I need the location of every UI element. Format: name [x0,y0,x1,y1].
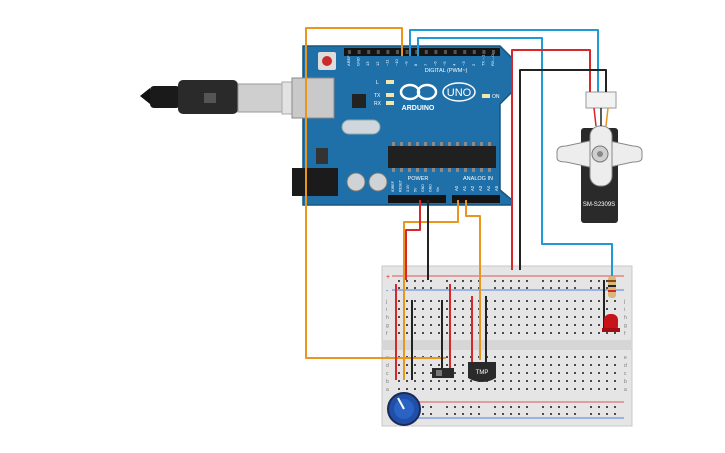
rx-label: RX [374,101,382,107]
wire-orange-switch [305,27,446,359]
row-letter: h [386,315,389,321]
wire-blue-led [417,37,613,298]
row-letter: h [624,315,627,321]
servo-motor: SM-S2309S [556,91,643,223]
on-label: ON [492,94,500,100]
digital-pin-label: ~6 [432,61,437,66]
wire-orange-a0 [403,200,459,380]
power-pin-label: IOREF [391,180,395,192]
potentiometer [387,392,421,426]
power-header-label: POWER [408,176,429,182]
row-letter: e [624,355,627,361]
resistor [608,276,616,298]
row-letter: b [386,379,389,385]
analog-pin-label: A0 [454,185,459,191]
arduino-logo-icon [399,83,438,101]
wire-blue-servo [409,29,599,92]
sensor-label: TMP [476,370,489,376]
row-letter: c [624,371,627,377]
digital-pin-label: 13 [365,61,370,66]
power-pin-label: Vin [436,187,440,192]
power-pin-label: GND [429,184,433,192]
analog-pin-label: A4 [486,185,491,191]
l-label: L [376,80,379,86]
digital-pin-label: TX→1 [480,54,485,66]
row-letter: f [624,331,626,337]
power-pin-label: GND [421,184,425,192]
analog-pin-label: A3 [478,185,483,191]
wires [305,27,613,380]
digital-pin-label: AREF [346,55,351,66]
digital-pin-label: ~5 [442,61,447,66]
analog-header-label: ANALOG IN [463,176,493,182]
row-letter: j [623,299,625,305]
digital-pin-label: ~10 [394,58,399,66]
row-letter: i [386,307,387,313]
slide-switch [432,368,454,378]
row-letter: g [386,323,389,329]
row-letter: c [386,371,389,377]
analog-pin-label: A5 [494,185,499,191]
rail-plus-top: + [386,274,390,281]
power-pin-label: RESET [399,179,403,192]
power-pin-label: 3.3V [406,184,410,192]
arduino-model-label: UNO [447,87,472,99]
digital-pin-label: 7 [423,63,428,66]
wire-orange-a1 [465,200,481,360]
arduino-uno-board: ARDUINO UNO DIGITAL (PWM~) POWER ANALOG … [291,45,513,206]
digital-pin-label: ~11 [384,59,389,66]
digital-pin-label: 12 [375,61,380,66]
row-letter: b [624,379,627,385]
row-letter: d [386,363,389,369]
digital-pin-label: ~9 [404,61,409,66]
row-letter: g [624,323,627,329]
usb-cable [140,80,303,115]
temperature-sensor: TMP [468,362,496,382]
wire-red-5v [405,200,421,280]
row-letter: d [624,363,627,369]
analog-pin-label: A1 [462,185,467,191]
rail-minus-top: - [386,288,389,295]
analog-pin-label: A2 [470,185,475,191]
row-letter: a [386,387,389,393]
digital-pin-label: GND [356,57,361,66]
digital-pin-label: 4 [452,63,457,66]
digital-pin-label: ~3 [461,61,466,66]
row-letter: a [624,387,627,393]
wire-black-servo [519,69,607,270]
digital-header-label: DIGITAL (PWM~) [425,68,468,74]
digital-pin-label: RX←0 [490,53,495,66]
power-pin-label: 5V [414,187,418,192]
digital-pin-label: 2 [471,63,476,66]
red-led [602,314,620,332]
row-letter: j [385,299,387,305]
tx-label: TX [374,93,381,99]
servo-model-label: SM-S2309S [583,202,615,208]
row-letter: i [624,307,625,313]
row-letter: f [386,331,388,337]
digital-pin-label: 8 [413,63,418,66]
arduino-brand-label: ARDUINO [402,105,435,112]
